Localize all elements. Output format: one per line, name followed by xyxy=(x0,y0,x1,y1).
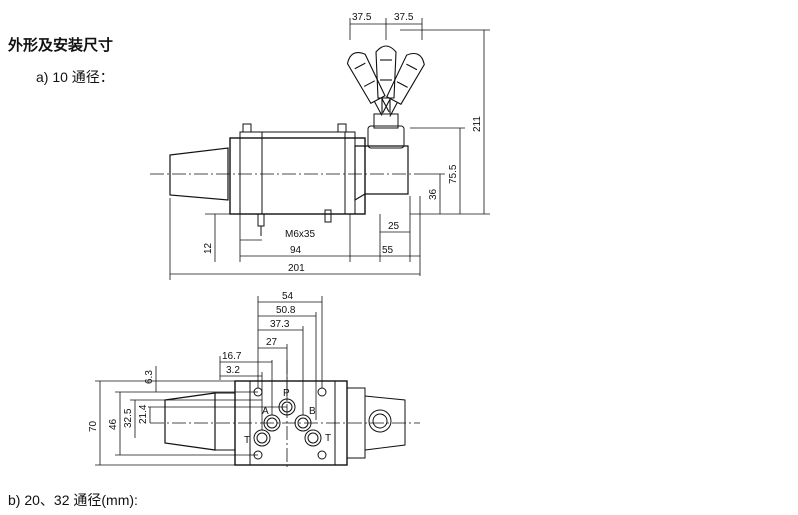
dim-lever-left: 37.5 xyxy=(352,12,372,23)
section-a-label: a) 10 通径： xyxy=(36,69,114,85)
port-p-label: P xyxy=(283,388,290,399)
section-b-label: b) 20、32 通径(mm): xyxy=(8,492,138,508)
valve-side-view xyxy=(150,113,420,236)
dim-75-5: 75.5 xyxy=(448,164,459,184)
port-a-label: A xyxy=(262,406,269,417)
dim-50-8: 50.8 xyxy=(276,305,296,316)
dim-27: 27 xyxy=(266,337,278,348)
bottom-dimension-lines xyxy=(95,296,323,466)
dim-lever-right: 37.5 xyxy=(394,12,414,23)
port-t-right-label: T xyxy=(325,433,331,444)
dim-3-2: 3.2 xyxy=(226,365,240,376)
lever-handles xyxy=(346,45,425,117)
dim-32-5: 32.5 xyxy=(123,408,134,428)
valve-mounting-face xyxy=(150,360,420,470)
dim-21-4: 21.4 xyxy=(138,404,149,424)
top-dimension-lines xyxy=(169,18,490,280)
top-dimension-text: 37.5 37.5 211 75.5 36 25 M6x35 94 55 12 … xyxy=(203,12,483,274)
port-b-label: B xyxy=(309,406,316,417)
dim-46: 46 xyxy=(108,418,119,430)
dim-6-3: 6.3 xyxy=(144,370,155,384)
bottom-dimension-text: 54 50.8 37.3 27 16.7 3.2 6.3 70 46 32.5 … xyxy=(88,291,331,446)
dim-211: 211 xyxy=(472,116,483,132)
dim-thread: M6x35 xyxy=(285,229,315,240)
dim-54: 54 xyxy=(282,291,294,302)
dim-55: 55 xyxy=(382,245,394,256)
dim-25: 25 xyxy=(388,221,400,232)
page-title: 外形及安装尺寸 xyxy=(8,37,114,54)
dim-12: 12 xyxy=(203,242,214,254)
dim-36: 36 xyxy=(428,188,439,200)
dim-16-7: 16.7 xyxy=(222,351,242,362)
dim-94: 94 xyxy=(290,245,302,256)
dim-70: 70 xyxy=(88,420,99,432)
dim-37-3: 37.3 xyxy=(270,319,290,330)
port-t-left-label: T xyxy=(244,435,250,446)
dim-201: 201 xyxy=(288,263,305,274)
